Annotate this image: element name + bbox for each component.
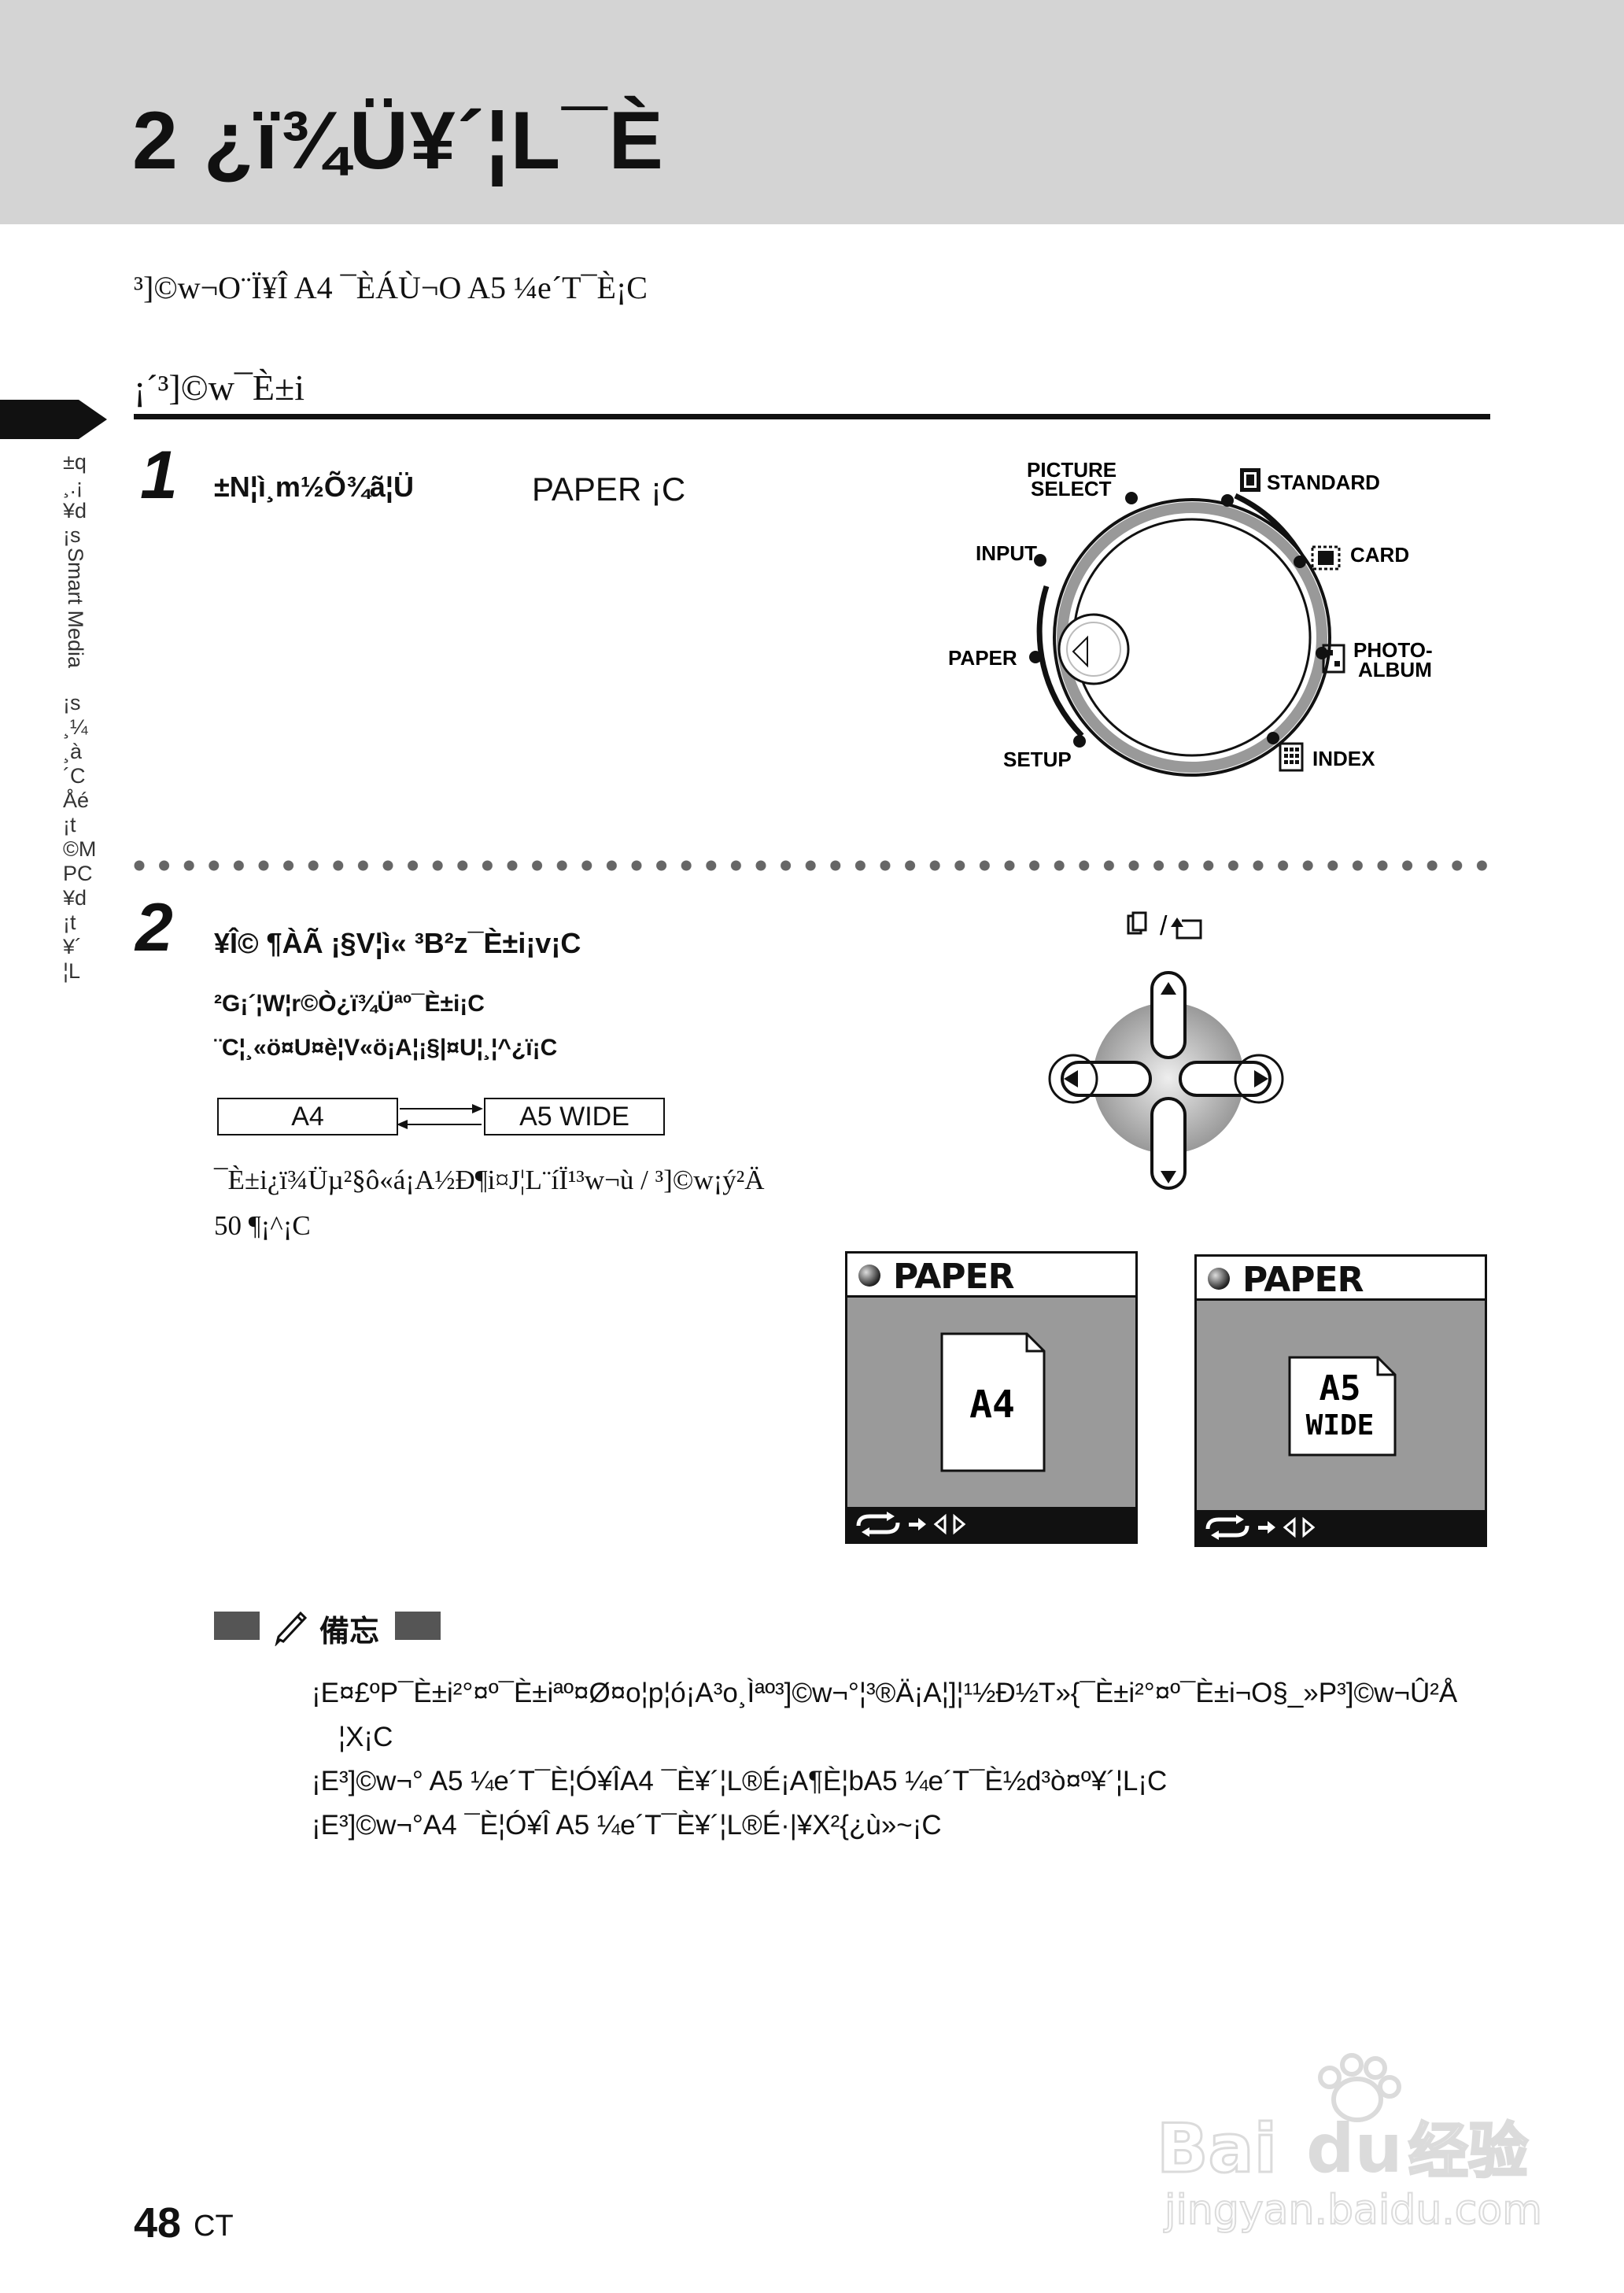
dial-label-card: CARD xyxy=(1350,543,1409,567)
lcd-screen-a5-wide: PAPER A5 WIDE xyxy=(1194,1254,1487,1547)
side-tab-line: ©M xyxy=(63,837,97,861)
side-tab-line: ¥d xyxy=(63,886,87,910)
paper-size-label: A4 xyxy=(969,1383,1015,1427)
memo-line: ¡E¤£ºP¯È±i²°¤º¯È±iªº¤Ø¤o¦p¦ó¡A³o¸Ìªº³]©w… xyxy=(312,1678,1458,1708)
watermark-brand2: du xyxy=(1306,2110,1403,2188)
step-1-text: ±N¦ì¸m½Õ¾ã¦Ü xyxy=(214,471,414,503)
side-tab-line: Smart Media xyxy=(64,548,87,669)
page-number: 48 xyxy=(134,2199,182,2247)
dial-label-photo: PHOTO- xyxy=(1353,638,1433,662)
mode-dial-illustration: PICTURE SELECT INPUT PAPER SETUP STANDAR… xyxy=(948,458,1433,777)
status-ball-icon xyxy=(858,1265,880,1287)
direction-pad[interactable] xyxy=(1039,968,1298,1196)
watermark-brand: Bai xyxy=(1157,2110,1277,2188)
side-tab-line: ±q xyxy=(63,450,87,474)
side-tab-line: ¸­à xyxy=(63,740,83,763)
watermark-url: jingyan.baidu.com xyxy=(1164,2187,1542,2234)
dial-label-input: INPUT xyxy=(976,541,1037,565)
pencil-icon xyxy=(275,1611,308,1646)
baidu-watermark: Bai du 经验 jingyan.baidu.com xyxy=(1156,2053,1543,2235)
lcd-title-bar: PAPER xyxy=(847,1254,1135,1298)
paper-sheet-icon: A4 xyxy=(940,1332,1046,1472)
side-tab-line: ¡t xyxy=(63,910,76,934)
lcd-bottom-bar xyxy=(847,1507,1135,1542)
side-tab-arrow-icon xyxy=(0,400,107,439)
memo-line: ¡E³]©w¬° A5 ¼e´T¯È¦Ó¥ÎA4 ¯È¥´¦L®É¡A¶È¦bA… xyxy=(312,1766,1168,1796)
dpad-right-button[interactable] xyxy=(1179,1061,1272,1097)
side-tab-line: ¸¼ xyxy=(63,715,88,739)
side-tab-text: ±q ¸.¡ ¥d ¡s Smart Media ¡s ¸¼ ¸­à ´C Åé… xyxy=(63,450,102,984)
print-return-icons: / xyxy=(1127,911,1202,941)
section-title: ¡´³]©w¯È±i xyxy=(134,367,305,408)
memo-label: 備忘 xyxy=(319,1615,380,1649)
dial-label-picture: PICTURE xyxy=(1027,458,1116,482)
step-2-note-line2: 50 ­¶¡^¡C xyxy=(214,1210,311,1241)
cycle-arrows-icon xyxy=(1205,1515,1316,1540)
dpad-left-button[interactable] xyxy=(1061,1061,1152,1097)
dpad-down-button[interactable] xyxy=(1150,1097,1187,1190)
status-ball-icon xyxy=(1208,1268,1230,1290)
cycle-arrows-icon xyxy=(856,1512,966,1537)
language-code: CT xyxy=(194,2210,234,2243)
option-box-a4: A4 xyxy=(217,1098,398,1135)
paper-size-sublabel: WIDE xyxy=(1306,1409,1375,1442)
dial-label-setup: SETUP xyxy=(1003,748,1072,771)
memo-bar-right xyxy=(395,1612,441,1640)
lcd-title: PAPER xyxy=(893,1257,1014,1297)
lcd-title-bar: PAPER xyxy=(1197,1257,1485,1301)
side-tab-line: Åé xyxy=(63,788,90,812)
page-title: 2 ¿ï¾Ü¥´¦L¯È xyxy=(132,95,665,186)
dial-label-standard: STANDARD xyxy=(1267,471,1380,494)
step-1-suffix: PAPER ¡C xyxy=(532,471,686,508)
dpad-up-button[interactable] xyxy=(1150,971,1187,1059)
paper-size-label: A5 xyxy=(1320,1368,1361,1409)
side-tab-line: ¥´ xyxy=(63,935,83,958)
side-tab-line: ¸.¡ xyxy=(63,474,83,498)
dial-label-index: INDEX xyxy=(1312,747,1375,770)
intro-text: ³]©w¬O¨Ï¥Î A4 ¯ÈÁÙ¬O A5 ¼e´T¯È¡C xyxy=(134,270,648,305)
side-tab-line: ¦L xyxy=(63,959,81,983)
side-tab-line: ¡t xyxy=(63,813,76,836)
dotted-separator xyxy=(134,860,1490,871)
option-box-a5-wide: A5 WIDE xyxy=(484,1098,665,1135)
step-2-text: ¥Î© ¶ÀÃ ¡§V¦ì« ³B²z¯È±i¡v¡C xyxy=(214,927,581,959)
step-1-number: 1 xyxy=(140,438,178,513)
side-tab-line: PC xyxy=(63,862,93,885)
step-2-number: 2 xyxy=(135,890,173,966)
side-tab-line: ¡s xyxy=(63,691,81,714)
paper-sheet-wide-icon: A5 WIDE xyxy=(1288,1356,1397,1457)
side-tab-line: ¡s xyxy=(63,523,81,547)
memo-bar-left xyxy=(214,1612,260,1640)
watermark-cn: 经验 xyxy=(1408,2116,1528,2186)
dial-label-select: SELECT xyxy=(1031,477,1112,500)
lcd-title: PAPER xyxy=(1242,1260,1364,1300)
dial-label-album: ALBUM xyxy=(1358,658,1432,681)
memo-line: ¦X¡C xyxy=(338,1722,393,1752)
lcd-screen-a4: PAPER A4 xyxy=(845,1251,1138,1544)
side-tab-line: ¥d xyxy=(63,499,87,522)
toggle-arrows-icon xyxy=(397,1104,483,1129)
header-band xyxy=(0,0,1624,224)
section-rule xyxy=(134,414,1490,419)
step-2-line3: ¨C¦¸«ö¤U¤è¦V«ö¡A¦¡§|¤U¦¸¦^¿ï¡C xyxy=(214,1035,558,1061)
dial-label-paper: PAPER xyxy=(948,646,1017,670)
icon-separator: / xyxy=(1160,911,1168,941)
step-2-line2: ²G¡´¦W¦r©Ò¿ï¾Üªº¯È±i¡C xyxy=(214,991,485,1017)
lcd-bottom-bar xyxy=(1197,1510,1485,1545)
side-tab-line: ´C xyxy=(63,764,86,788)
step-2-note-line1: ¯È±i¿ï¾Üµ²§ô«á¡A½Ð¶i¤J¦L¨í­Ï¹³w¬ù / ³]©w… xyxy=(214,1165,765,1195)
memo-line: ¡E³]©w¬°A4 ¯È¦Ó¥Î A5 ¼e´T¯È¥´¦L®É·|¥X²{¿… xyxy=(312,1810,942,1841)
